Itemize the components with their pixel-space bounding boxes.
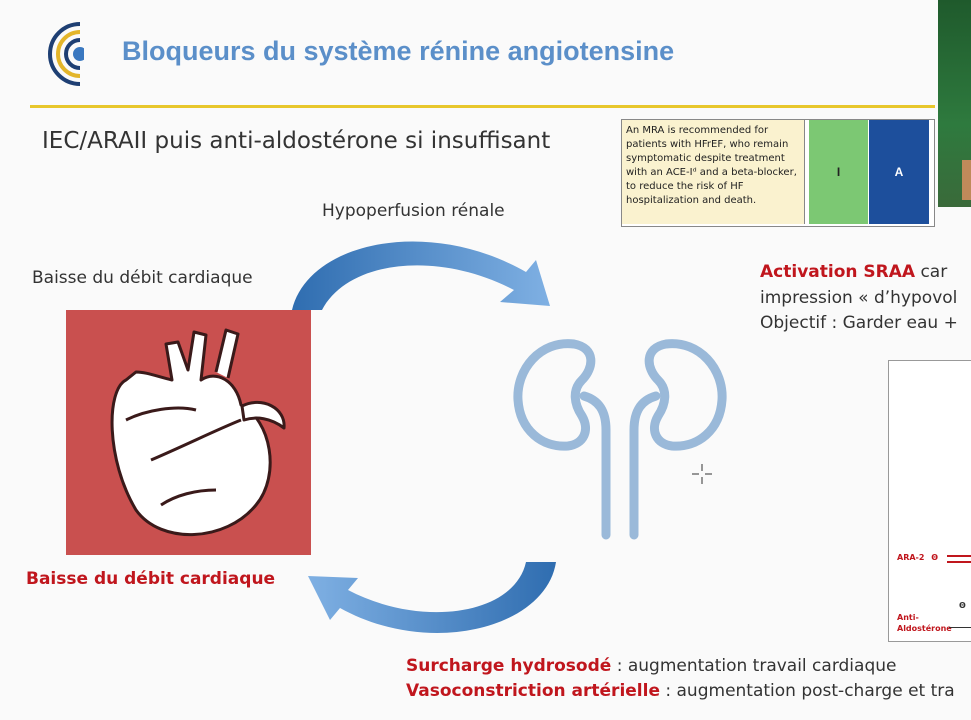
activation-line-2: impression « d’hypovol	[760, 288, 958, 308]
arrow-curved-icon	[292, 241, 550, 310]
title-divider	[30, 105, 935, 108]
logo-icon	[48, 22, 84, 86]
activation-line-1: Activation SRAA car	[760, 262, 947, 282]
label-heart-bottom: Baisse du débit cardiaque	[26, 569, 276, 589]
activation-rest: car	[915, 262, 948, 282]
guideline-level: A	[869, 120, 929, 224]
slide-title: Bloqueurs du système rénine angiotensine	[122, 36, 675, 66]
activation-highlight: Activation SRAA	[760, 262, 916, 282]
heart-panel	[66, 310, 311, 555]
guideline-recommendation: An MRA is recommended for patients with …	[622, 120, 805, 224]
bottom-line-2: Vasoconstriction artérielle : augmentati…	[406, 681, 955, 701]
guideline-table: An MRA is recommended for patients with …	[621, 119, 935, 227]
webcam-person	[962, 160, 971, 200]
aldosterone-arrow	[949, 627, 971, 628]
anti-minus: Θ	[959, 601, 966, 610]
label-heart-top: Baisse du débit cardiaque	[32, 268, 253, 288]
ara2-line	[947, 561, 971, 563]
label-hypoperfusion: Hypoperfusion rénale	[322, 201, 505, 221]
ara2-line	[947, 555, 971, 557]
crosshair-cursor-icon	[692, 464, 712, 484]
arrow-curved-icon	[308, 562, 556, 633]
kidney-icon	[513, 339, 727, 540]
label-ara2: ARA-2 Θ	[897, 553, 939, 562]
raas-diagram-panel: ARA-2 Θ Θ Anti- Aldostérone	[888, 360, 971, 642]
bottom-line-1: Surcharge hydrosodé : augmentation trava…	[406, 656, 897, 676]
heart-icon	[110, 328, 286, 537]
label-anti: Anti-	[897, 613, 919, 622]
activation-line-3: Objectif : Garder eau +	[760, 313, 958, 333]
label-aldosterone: Aldostérone	[897, 624, 952, 633]
guideline-class: I	[809, 120, 868, 224]
slide-subtitle: IEC/ARAII puis anti-aldostérone si insuf…	[42, 128, 551, 154]
